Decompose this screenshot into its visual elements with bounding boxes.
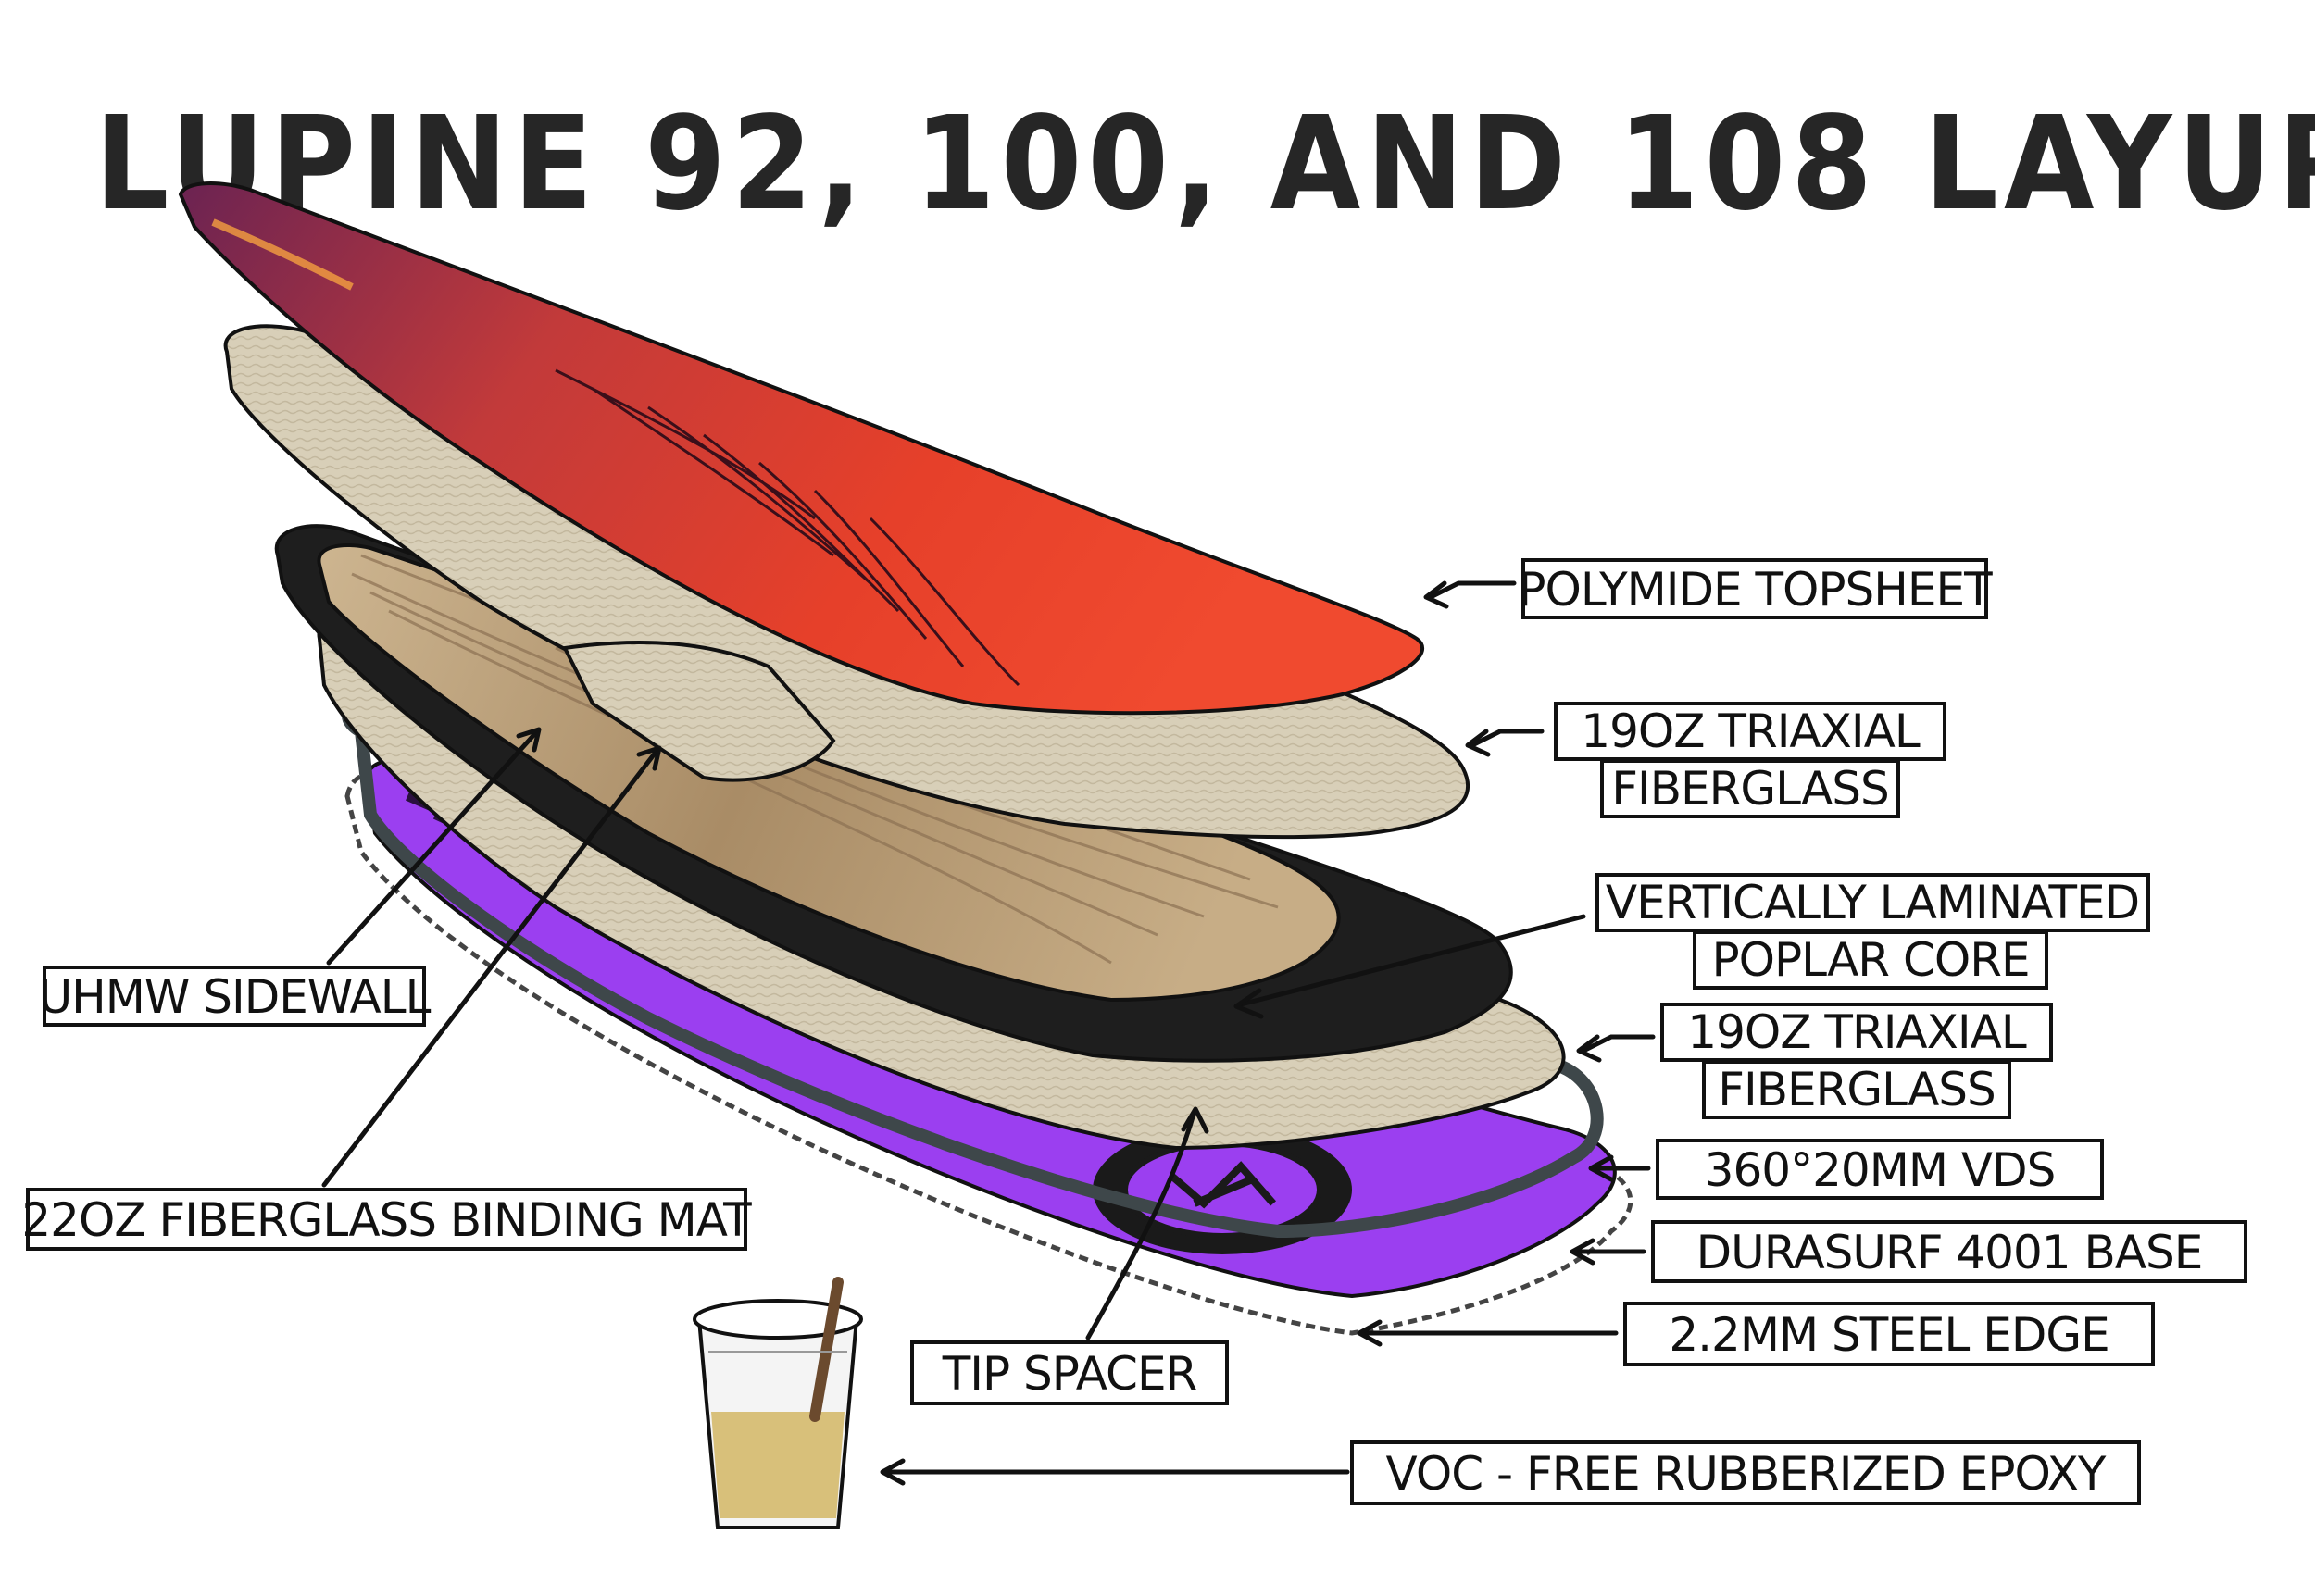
label-vds: 360°20MM VDS: [1656, 1139, 2104, 1200]
leader-topsheet: [1423, 580, 1517, 609]
leader-core: [1233, 914, 1586, 1019]
svg-text:FIBERGLASS: FIBERGLASS: [1611, 762, 1889, 816]
label-base: DURASURF 4001 BASE: [1651, 1220, 2247, 1283]
topsheet-layer: [178, 181, 1424, 716]
label-edge: 2.2MM STEEL EDGE: [1623, 1302, 2155, 1366]
svg-text:2.2MM STEEL EDGE: 2.2MM STEEL EDGE: [1669, 1308, 2109, 1362]
label-triaxial-bottom: 19OZ TRIAXIAL FIBERGLASS: [1660, 1003, 2053, 1119]
leader-base: [1570, 1238, 1646, 1266]
label-binding-mat: 22OZ FIBERGLASS BINDING MAT: [21, 1188, 753, 1251]
leader-triaxial-top: [1465, 729, 1545, 757]
svg-text:VERTICALLY LAMINATED: VERTICALLY LAMINATED: [1606, 876, 2139, 929]
svg-text:VOC - FREE RUBBERIZED EPOXY: VOC - FREE RUBBERIZED EPOXY: [1386, 1447, 2107, 1501]
leader-vds: [1588, 1154, 1651, 1182]
base-logo-glyph: [1169, 1161, 1277, 1209]
label-epoxy: VOC - FREE RUBBERIZED EPOXY: [1350, 1440, 2141, 1505]
leader-tip-spacer: [1085, 1106, 1209, 1340]
tip-spacer-layer: [561, 641, 836, 782]
svg-text:DURASURF 4001 BASE: DURASURF 4001 BASE: [1696, 1226, 2203, 1279]
svg-text:POLYMIDE TOPSHEET: POLYMIDE TOPSHEET: [1518, 563, 1993, 617]
label-tip-spacer: TIP SPACER: [910, 1340, 1229, 1405]
svg-text:FIBERGLASS: FIBERGLASS: [1718, 1063, 1996, 1116]
svg-text:360°20MM VDS: 360°20MM VDS: [1705, 1143, 2056, 1197]
leader-binding-mat: [321, 745, 662, 1188]
svg-text:22OZ FIBERGLASS BINDING MAT: 22OZ FIBERGLASS BINDING MAT: [21, 1193, 752, 1247]
svg-text:19OZ TRIAXIAL: 19OZ TRIAXIAL: [1581, 704, 1921, 758]
leader-epoxy: [880, 1458, 1350, 1486]
diagram-title: LUPINE 92, 100, AND 108 LAYUP: [94, 89, 2315, 240]
topsheet-brand-text: [211, 218, 354, 291]
topsheet-graphic: [555, 368, 1020, 687]
leader-triaxial-bottom: [1576, 1034, 1656, 1063]
epoxy-cup-icon: [693, 1277, 863, 1529]
svg-text:POPLAR CORE: POPLAR CORE: [1711, 933, 2029, 987]
label-core: VERTICALLY LAMINATED POPLAR CORE: [1595, 873, 2150, 990]
svg-text:TIP SPACER: TIP SPACER: [942, 1347, 1197, 1401]
label-topsheet: POLYMIDE TOPSHEET: [1518, 558, 1994, 619]
leader-sidewall: [326, 727, 542, 966]
label-sidewall: UHMW SIDEWALL: [39, 966, 432, 1027]
label-triaxial-top: 19OZ TRIAXIAL FIBERGLASS: [1554, 702, 1946, 818]
leader-edge: [1357, 1319, 1619, 1347]
svg-text:UHMW SIDEWALL: UHMW SIDEWALL: [39, 970, 432, 1024]
svg-text:19OZ TRIAXIAL: 19OZ TRIAXIAL: [1687, 1005, 2027, 1059]
